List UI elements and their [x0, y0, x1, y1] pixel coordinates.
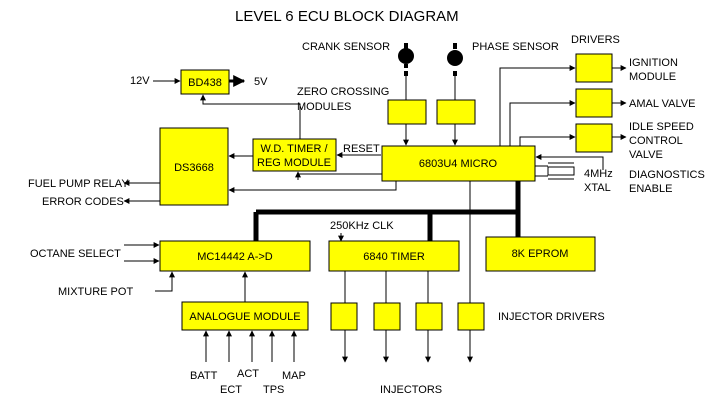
crystal-icon [535, 162, 575, 180]
idle-label-2: CONTROL [629, 135, 683, 147]
diagnostics-label-2: ENABLE [629, 183, 672, 195]
idle-label-3: VALVE [629, 149, 663, 161]
ignition-driver-block [575, 53, 613, 83]
adc-label: MC14442 A->D [197, 251, 273, 263]
wd-to-bd438-line [200, 94, 301, 139]
phase-sensor-label: PHASE SENSOR [472, 41, 559, 53]
amal-driver-block [575, 88, 613, 118]
error-codes-label: ERROR CODES [42, 196, 124, 208]
ignition-label-1: IGNITION [629, 57, 678, 69]
bd438-block [180, 69, 230, 95]
eprom-label: 8K EPROM [512, 248, 569, 260]
v12-label: 12V [130, 75, 150, 87]
wd-timer-block [252, 138, 337, 172]
ds3668-label: DS3668 [174, 162, 214, 174]
clk-label: 250KHz CLK [330, 220, 394, 232]
phase-sensor-icon [447, 43, 463, 76]
injector-driver-2 [373, 302, 401, 331]
act-label: ACT [237, 368, 259, 380]
xtal-label-2: XTAL [584, 182, 611, 194]
reset-label: RESET [343, 143, 380, 155]
injector-driver-3 [415, 302, 443, 331]
injectors-label: INJECTORS [380, 384, 442, 396]
zero-crossing-module-2 [436, 99, 476, 125]
zero-crossing-module-1 [387, 99, 427, 125]
tps-label: TPS [263, 384, 284, 396]
xtal-label-1: 4MHz [584, 168, 613, 180]
micro-to-ignition-line [499, 65, 576, 146]
timer-label: 6840 TIMER [363, 251, 425, 263]
crank-sensor-icon [398, 43, 414, 76]
diagram-title: LEVEL 6 ECU BLOCK DIAGRAM [235, 8, 459, 25]
zero-crossing-label-1: ZERO CROSSING [297, 86, 389, 98]
analogue-module-block [181, 301, 309, 331]
ignition-label-2: MODULE [629, 71, 676, 83]
adc-block [159, 240, 311, 272]
system-bus [253, 181, 521, 241]
crank-sensor-label: CRANK SENSOR [302, 41, 390, 53]
fuel-pump-relay-label: FUEL PUMP RELAY [28, 178, 129, 190]
v5-label: 5V [254, 76, 268, 88]
injector-drivers-label: INJECTOR DRIVERS [498, 311, 605, 323]
diagnostics-label-1: DIAGNOSTICS [629, 169, 705, 181]
amal-valve-label: AMAL VALVE [629, 98, 695, 110]
mixture-pot-label: MIXTURE POT [58, 286, 133, 298]
micro-block [381, 145, 536, 182]
mixture-pot-arrow [155, 271, 175, 292]
drivers-label: DRIVERS [571, 34, 620, 46]
micro-to-amal-line [509, 100, 576, 146]
idle-driver-block [575, 123, 613, 153]
zero-crossing-label-2: MODULES [297, 101, 351, 113]
batt-label: BATT [190, 370, 218, 382]
idle-label-1: IDLE SPEED [629, 121, 694, 133]
wd-timer-label-2: REG MODULE [257, 157, 331, 169]
micro-label: 6803U4 MICRO [419, 158, 498, 170]
diagnostics-arrow [535, 154, 604, 170]
ds3668-block [159, 127, 229, 206]
bd438-label: BD438 [188, 77, 222, 89]
wd-timer-label-1: W.D. TIMER / [260, 143, 328, 155]
injector-driver-1 [330, 302, 358, 331]
map-label: MAP [282, 370, 306, 382]
octane-select-label: OCTANE SELECT [30, 248, 121, 260]
micro-to-idle-line [519, 134, 576, 146]
analogue-module-label: ANALOGUE MODULE [189, 311, 300, 323]
micro-to-ds-line [270, 181, 397, 191]
eprom-block [485, 236, 596, 272]
injector-driver-4 [457, 302, 485, 331]
timer-block [328, 240, 460, 272]
ect-label: ECT [220, 384, 242, 396]
